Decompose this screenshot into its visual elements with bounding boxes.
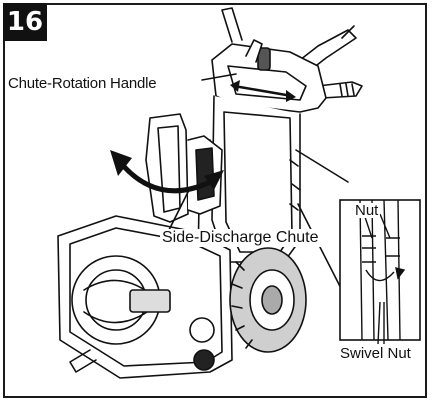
callout-nut: Nut [353, 202, 381, 219]
detail-inset [339, 199, 421, 345]
leader-nut [363, 213, 391, 239]
leader-handle [201, 73, 237, 81]
tire [229, 247, 307, 353]
leader-chute [167, 187, 191, 233]
handlebar [221, 7, 363, 99]
double-arrow-icon [230, 80, 296, 102]
leader-swivel [377, 301, 385, 345]
auger-housing [57, 215, 233, 379]
discharge-chute [145, 113, 223, 223]
step-number-badge: 16 [3, 3, 47, 41]
callout-side-discharge-chute: Side-Discharge Chute [160, 229, 321, 247]
rotation-arrow-icon [110, 150, 224, 194]
diagram-frame [3, 3, 427, 398]
callout-chute-rotation-handle: Chute-Rotation Handle [8, 75, 157, 92]
callout-swivel-nut: Swivel Nut [338, 345, 413, 362]
